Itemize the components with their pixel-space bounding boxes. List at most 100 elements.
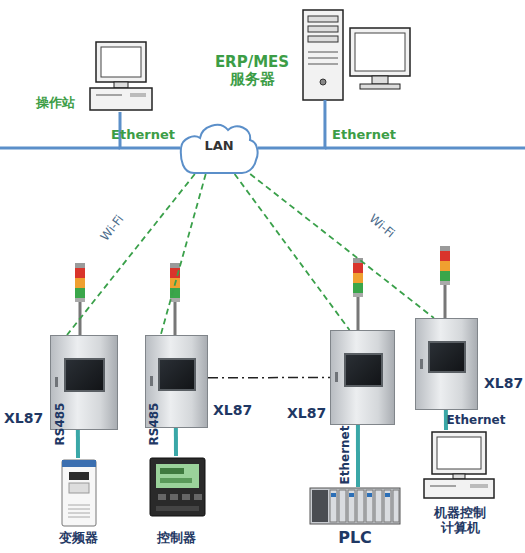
controller-button bbox=[170, 494, 178, 500]
plc-power-module bbox=[312, 490, 328, 522]
lan-cloud: LAN bbox=[180, 118, 258, 174]
touch-screen bbox=[64, 358, 105, 391]
server-tower bbox=[303, 10, 343, 100]
xl87-terminal: XL87 bbox=[415, 318, 478, 410]
monitor-stand bbox=[372, 76, 388, 84]
drive-bay bbox=[130, 93, 146, 97]
cloud-outline bbox=[181, 125, 258, 173]
operator-station: 操作站 bbox=[88, 40, 152, 112]
plc-module bbox=[384, 490, 391, 522]
controller-lcd bbox=[156, 464, 199, 488]
plc-led bbox=[385, 493, 390, 497]
red-light bbox=[353, 263, 363, 273]
controller-body bbox=[150, 458, 205, 516]
plc-module bbox=[339, 490, 346, 522]
screen bbox=[101, 47, 141, 77]
monitor bbox=[350, 28, 410, 76]
signal-tower bbox=[353, 258, 363, 330]
connection-label: Ethernet bbox=[339, 426, 351, 485]
touch-screen bbox=[344, 353, 383, 386]
inverter-display bbox=[69, 472, 89, 480]
red-light bbox=[440, 251, 450, 261]
plc-module bbox=[375, 490, 382, 522]
vent-line bbox=[308, 52, 338, 53]
inverter-device: 变频器 bbox=[48, 458, 108, 548]
wifi-link bbox=[235, 174, 350, 330]
drive-slot bbox=[430, 486, 456, 487]
controller-icon bbox=[150, 458, 205, 516]
server-label: ERP/MES 服务器 bbox=[210, 54, 294, 89]
tower-ring bbox=[440, 281, 450, 285]
controller-device: 控制器 bbox=[140, 456, 212, 548]
station-label: 操作站 bbox=[36, 96, 86, 111]
device-name: XL87 bbox=[484, 375, 524, 391]
device-label: 变频器 bbox=[48, 531, 108, 546]
wifi-link bbox=[250, 174, 434, 318]
green-light bbox=[170, 288, 180, 298]
drive-bay bbox=[308, 36, 338, 42]
connection-label: RS485 bbox=[54, 403, 66, 446]
connection-label: Ethernet bbox=[332, 128, 396, 141]
monitor-base bbox=[360, 84, 400, 89]
door-handle bbox=[420, 359, 423, 369]
controller-button bbox=[158, 494, 166, 500]
inverter-body bbox=[62, 460, 96, 526]
wifi-link bbox=[67, 174, 195, 335]
device-name: XL87 bbox=[213, 402, 257, 418]
green-light bbox=[353, 283, 363, 293]
vent-line bbox=[68, 509, 90, 510]
tower-ring bbox=[170, 298, 180, 302]
plc-module bbox=[357, 490, 364, 522]
device-cable bbox=[174, 428, 178, 456]
tower-cap bbox=[440, 246, 450, 251]
device-cable bbox=[76, 430, 80, 458]
ethernet-bus bbox=[0, 147, 120, 150]
inverter-keypad bbox=[69, 483, 89, 493]
peer-link bbox=[208, 377, 330, 379]
cloud-label: LAN bbox=[180, 139, 258, 154]
inverter-band bbox=[62, 460, 96, 467]
ethernet-bus bbox=[325, 147, 525, 150]
wifi-link bbox=[161, 174, 206, 335]
device-name: XL87 bbox=[287, 405, 329, 421]
tower-ring bbox=[75, 298, 85, 302]
plc-icon bbox=[310, 488, 400, 524]
connectors bbox=[67, 100, 446, 487]
xl87-terminal: XL87 bbox=[330, 330, 395, 425]
drive-bay bbox=[308, 16, 338, 22]
plc-led bbox=[349, 493, 354, 497]
screen bbox=[355, 33, 405, 71]
plc-module bbox=[393, 490, 399, 522]
connection-label: Ethernet bbox=[111, 128, 175, 141]
tower-ring bbox=[353, 293, 363, 297]
touch-screen bbox=[158, 358, 196, 391]
connection-label: Ethernet bbox=[447, 414, 506, 426]
signal-tower bbox=[440, 246, 450, 318]
ethernet-link bbox=[258, 100, 325, 148]
computer-case bbox=[424, 479, 494, 498]
controller-strip bbox=[156, 506, 199, 511]
device-label: 控制器 bbox=[140, 531, 212, 546]
monitor-stand bbox=[114, 82, 128, 88]
drive-bay bbox=[308, 26, 338, 32]
plc-led bbox=[367, 493, 372, 497]
plc-rack bbox=[310, 488, 400, 524]
server-icon bbox=[303, 10, 410, 100]
controller-button bbox=[182, 494, 190, 500]
connection-label: Wi-Fi bbox=[367, 212, 397, 240]
drive-bay bbox=[470, 484, 488, 488]
red-light bbox=[75, 268, 85, 278]
door-handle bbox=[55, 377, 58, 387]
device-label: PLC bbox=[305, 529, 405, 547]
vent-line bbox=[308, 64, 338, 65]
lcd-segment bbox=[160, 478, 192, 483]
plc-module bbox=[348, 490, 355, 522]
tower-pole bbox=[174, 302, 177, 335]
orange-light bbox=[75, 278, 85, 288]
power-button bbox=[320, 79, 326, 85]
machine-computer-icon bbox=[424, 432, 494, 498]
plc-device: PLC bbox=[305, 487, 405, 548]
